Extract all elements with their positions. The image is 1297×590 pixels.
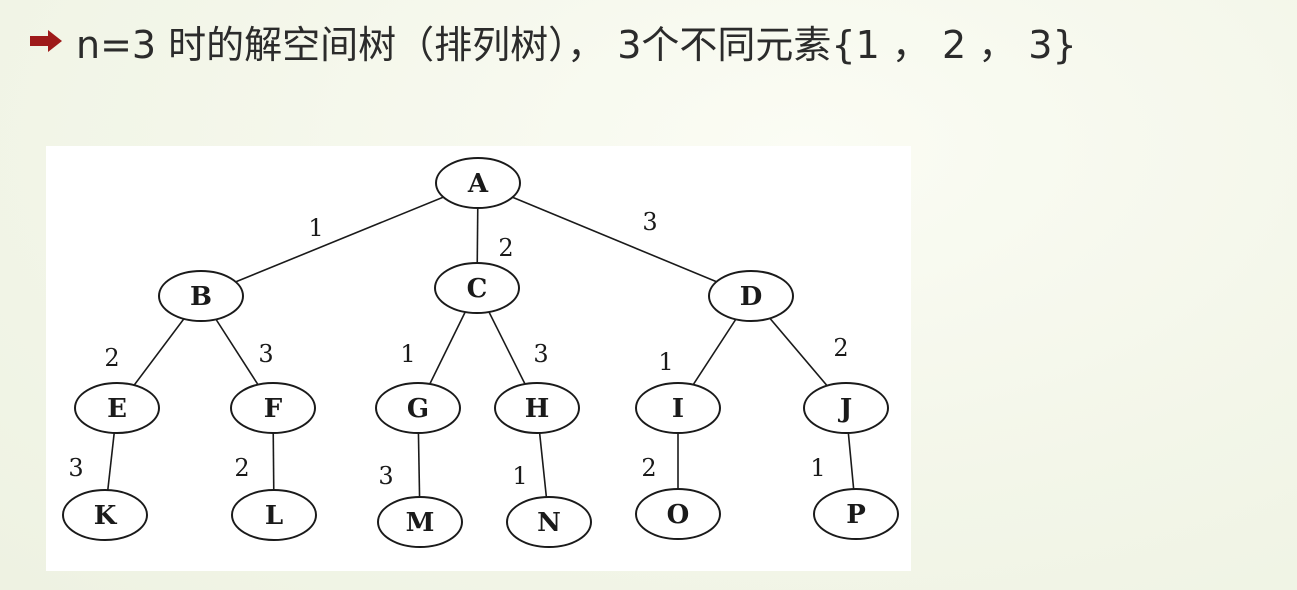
- tree-node-l: L: [231, 489, 317, 541]
- tree-node-m: M: [377, 496, 463, 548]
- node-circle-b: [158, 270, 244, 322]
- edge-label-d-j: 2: [833, 334, 848, 362]
- tree-node-k: K: [62, 489, 148, 541]
- tree-node-b: B: [158, 270, 244, 322]
- node-label-b: B: [190, 282, 212, 312]
- edge-label-c-h: 3: [533, 340, 548, 368]
- edge-label-h-n: 1: [512, 462, 527, 490]
- node-circle-o: [635, 488, 721, 540]
- node-circle-e: [74, 382, 160, 434]
- tree-node-o: O: [635, 488, 721, 540]
- edge-label-g-m: 3: [378, 462, 393, 490]
- node-label-n: N: [537, 508, 561, 538]
- tree-node-h: H: [494, 382, 580, 434]
- edge-label-b-e: 2: [104, 344, 119, 372]
- node-circle-c: [434, 262, 520, 314]
- node-label-p: P: [846, 500, 866, 530]
- edge-a-d: [477, 182, 752, 297]
- edge-a-b: [200, 182, 479, 297]
- node-circle-d: [708, 270, 794, 322]
- edge-label-i-o: 2: [641, 454, 656, 482]
- solution-space-tree: 1 2 3 2 3 1 3 1 2 3 2 3 1 2 1 A B C D E F G H I J K L M N O P: [62, 157, 899, 548]
- tree-node-c: C: [434, 262, 520, 314]
- tree-node-f: F: [230, 382, 316, 434]
- node-circle-k: [62, 489, 148, 541]
- tree-node-j: J: [803, 382, 889, 434]
- node-circle-j: [803, 382, 889, 434]
- tree-node-n: N: [506, 496, 592, 548]
- tree-node-i: I: [635, 382, 721, 434]
- tree-node-a: A: [435, 157, 521, 209]
- node-label-g: G: [407, 394, 429, 424]
- node-circle-i: [635, 382, 721, 434]
- node-circle-g: [375, 382, 461, 434]
- edge-label-c-g: 1: [400, 340, 415, 368]
- node-circle-l: [231, 489, 317, 541]
- node-label-i: I: [672, 394, 684, 424]
- tree-node-d: D: [708, 270, 794, 322]
- node-label-e: E: [107, 394, 127, 424]
- arrow-right-icon: [30, 30, 62, 52]
- node-circle-a: [435, 157, 521, 209]
- node-label-f: F: [264, 394, 283, 424]
- node-label-d: D: [740, 282, 763, 312]
- edge-label-a-d: 3: [642, 208, 657, 236]
- edge-label-e-k: 3: [68, 454, 83, 482]
- node-circle-m: [377, 496, 463, 548]
- node-circle-n: [506, 496, 592, 548]
- node-label-h: H: [525, 394, 550, 424]
- node-label-k: K: [94, 501, 118, 531]
- slide-heading: n=3 时的解空间树（排列树）， 3个不同元素{1 ， 2 ， 3}: [76, 22, 1077, 67]
- tree-nodes: A B C D E F G H I J K L M N O P: [62, 157, 899, 548]
- node-label-l: L: [265, 501, 283, 531]
- tree-diagram-panel: 1 2 3 2 3 1 3 1 2 3 2 3 1 2 1 A B C D E F G H I J K L M N O P: [46, 146, 911, 571]
- tree-node-p: P: [813, 488, 899, 540]
- node-label-o: O: [667, 500, 690, 530]
- tree-node-e: E: [74, 382, 160, 434]
- tree-node-g: G: [375, 382, 461, 434]
- edge-label-b-f: 3: [258, 340, 273, 368]
- tree-edges: 1 2 3 2 3 1 3 1 2 3 2 3 1 2 1: [68, 182, 857, 523]
- node-label-m: M: [406, 508, 435, 538]
- node-label-c: C: [467, 274, 488, 304]
- edge-label-d-i: 1: [658, 348, 673, 376]
- edge-label-a-c: 2: [498, 234, 513, 262]
- edge-label-j-p: 1: [810, 454, 825, 482]
- node-circle-h: [494, 382, 580, 434]
- node-circle-f: [230, 382, 316, 434]
- edge-label-f-l: 2: [234, 454, 249, 482]
- edge-label-a-b: 1: [308, 214, 323, 242]
- node-label-a: A: [467, 169, 489, 199]
- heading-row: n=3 时的解空间树（排列树）， 3个不同元素{1 ， 2 ， 3}: [28, 10, 1077, 72]
- node-label-j: J: [838, 394, 852, 424]
- node-circle-p: [813, 488, 899, 540]
